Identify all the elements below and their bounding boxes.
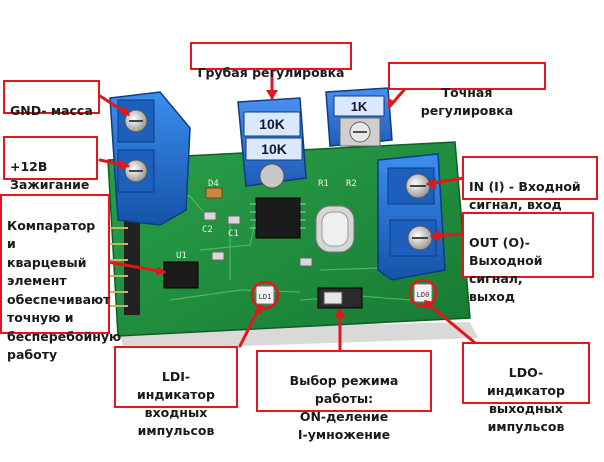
silk-led-in: LD1 — [259, 293, 272, 301]
terminal-block-power — [109, 91, 191, 226]
callout-plus12v-text: +12В Зажигание — [10, 159, 90, 192]
callout-mode-select: Выбор режима работы: ON-деление I-умноже… — [256, 350, 432, 442]
coarse-potentiometer: 10K 10K — [237, 97, 307, 189]
silk-led-out: LD0 — [417, 291, 430, 299]
ldo-highlight-circle — [408, 278, 438, 308]
callout-mode-text: Выбор режима работы: ON-деление I-умноже… — [289, 373, 399, 442]
ldo-led: LD0 — [413, 283, 433, 303]
callout-ldi: LDI- индикатор входных импульсов — [114, 346, 238, 438]
callout-coarse-adjust: Грубая регулировка — [190, 42, 352, 80]
fine-potentiometer: 1K — [325, 87, 393, 147]
callout-ldo: LDO- индикатор выходных импульсов — [462, 342, 590, 434]
mode-switch — [317, 287, 363, 309]
callout-in-signal: IN (I) - Входной сигнал, вход — [462, 156, 598, 212]
callout-coarse-text: Грубая регулировка — [197, 65, 345, 80]
silk-u1: U1 — [176, 251, 187, 261]
silk-c1: C1 — [228, 229, 239, 239]
smd-components — [203, 187, 313, 267]
callout-gnd: GND- масса — [3, 80, 100, 118]
quartz-crystal — [315, 205, 355, 253]
callout-ldi-text: LDI- индикатор входных импульсов — [137, 369, 215, 438]
callout-fine-adjust: Точная регулировка — [388, 62, 546, 118]
comparator-chip — [163, 261, 199, 289]
silk-d4: D4 — [208, 179, 219, 189]
silk-r1: R1 — [318, 179, 329, 189]
callout-ldo-text: LDO- индикатор выходных импульсов — [487, 365, 565, 434]
silk-r2: R2 — [346, 179, 357, 189]
callout-fine-text: Точная регулировка — [420, 85, 514, 118]
terminal-block-signal — [377, 153, 446, 281]
ldi-led: LD1 — [255, 285, 275, 305]
callout-in-text: IN (I) - Входной сигнал, вход — [469, 179, 581, 212]
callout-comparator: Компаратор и кварцевый элемент обеспечив… — [0, 194, 121, 362]
microcontroller-chip — [250, 197, 306, 239]
callout-out-text: OUT (O)- Выходной сигнал, выход — [469, 235, 543, 304]
coarse-pot-label-top: 10K — [259, 116, 285, 132]
callout-plus12v: +12В Зажигание — [3, 136, 98, 192]
callout-comparator-text: Компаратор и кварцевый элемент обеспечив… — [7, 217, 122, 363]
ldi-highlight-circle — [250, 280, 280, 310]
coarse-pot-label-bottom: 10K — [261, 141, 287, 157]
silk-c2: C2 — [202, 225, 213, 235]
callout-out-signal: OUT (O)- Выходной сигнал, выход — [462, 212, 594, 304]
callout-gnd-text: GND- масса — [10, 103, 93, 118]
fine-pot-label: 1K — [351, 99, 368, 114]
